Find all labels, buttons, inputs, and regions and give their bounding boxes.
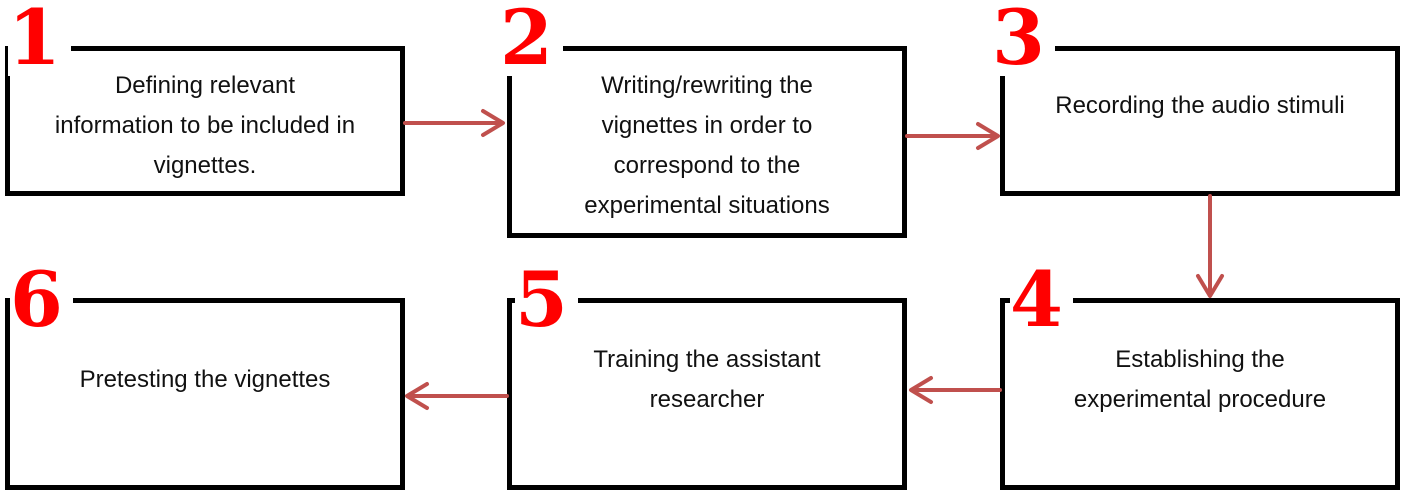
step-3-number: 3 (992, 0, 1055, 76)
step-1-text: Defining relevant information to be incl… (54, 72, 356, 179)
step-2-box: Writing/rewriting the vignettes in order… (507, 46, 907, 238)
step-2-text: Writing/rewriting the vignettes in order… (584, 72, 830, 219)
step-5-number: 5 (515, 262, 578, 338)
step-5-text: Training the assistant researcher (593, 346, 821, 413)
step-3-box: Recording the audio stimuli (1000, 46, 1400, 196)
step-6-text: Pretesting the vignettes (79, 366, 331, 393)
step-2-number: 2 (500, 0, 563, 76)
step-3-text: Recording the audio stimuli (1055, 92, 1345, 119)
step-1-box: Defining relevant information to be incl… (5, 46, 405, 196)
step-1-number: 1 (8, 0, 71, 76)
arrow-step1-to-step2 (403, 109, 505, 137)
step-4-text: Establishing the experimental procedure (1073, 346, 1327, 413)
arrow-step2-to-step3 (905, 122, 1000, 150)
step-4-number: 4 (1010, 262, 1073, 338)
arrow-step3-to-step4 (1196, 194, 1224, 298)
arrow-step5-to-step6 (405, 382, 509, 410)
step-6-number: 6 (10, 262, 73, 338)
arrow-step4-to-step5 (909, 376, 1002, 404)
step-4-box: Establishing the experimental procedure (1000, 298, 1400, 490)
